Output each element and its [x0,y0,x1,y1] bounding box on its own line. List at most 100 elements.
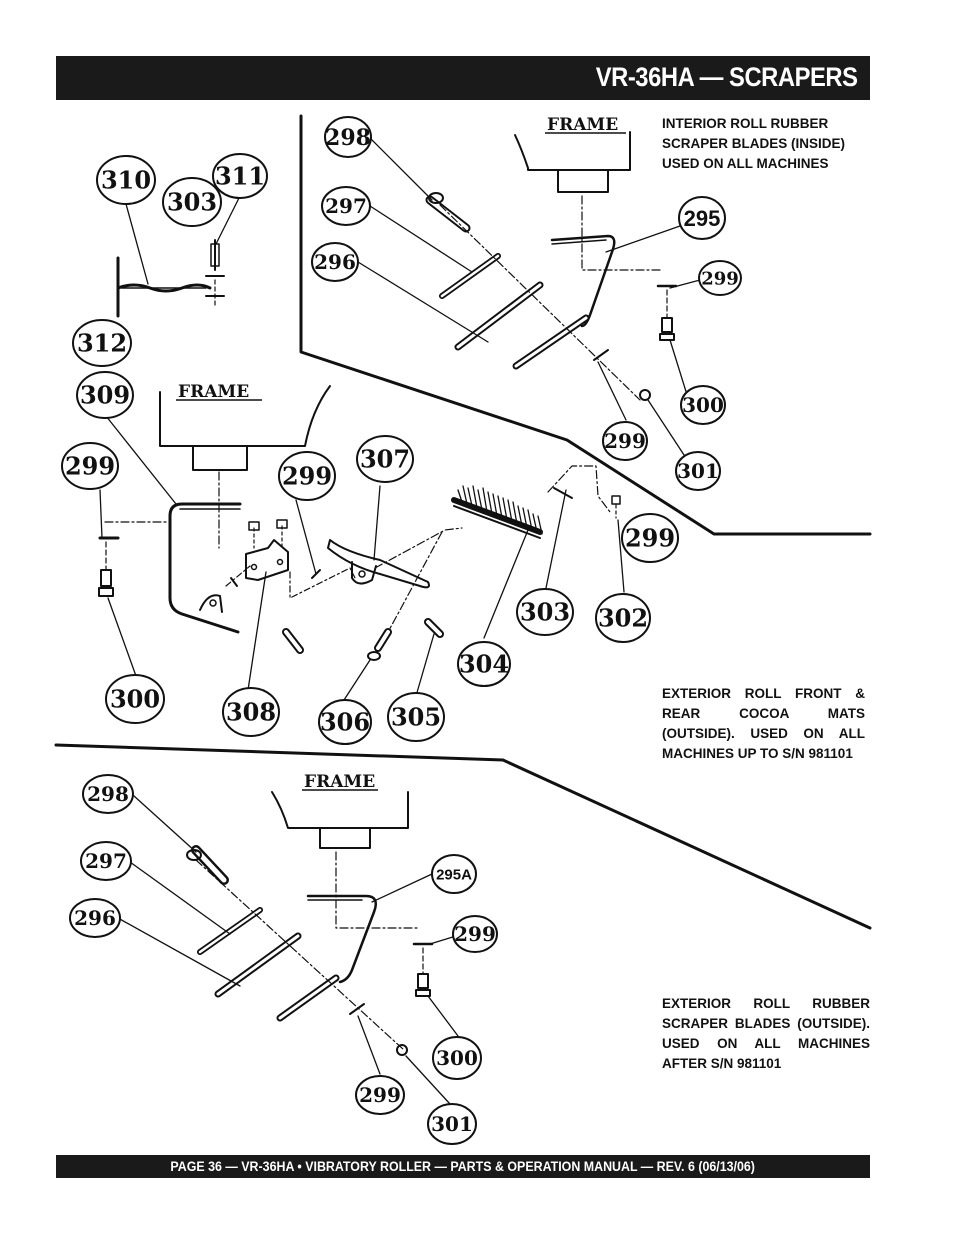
callout-c299d: 299 [278,451,336,501]
callout-c295: 295 [678,196,726,240]
callout-number: 295 [684,206,721,231]
callout-c301b: 301 [427,1103,477,1145]
callout-bubble [356,435,414,483]
callout-bubble [162,177,222,227]
page-header: VR-36HA — SCRAPERS [56,56,870,100]
callout-bubble [431,854,477,894]
note-exterior-scraper: EXTERIOR ROLL RUBBER SCRAPER BLADES (OUT… [662,996,870,1071]
callout-bubble [69,898,121,938]
callout-number: 302 [598,604,648,633]
callout-number: 299 [604,429,646,453]
callout-number: 299 [454,922,496,946]
callout-bubble [212,153,268,199]
callout-bubble [457,641,511,687]
callout-c303a: 303 [162,177,222,227]
frame-label-top: FRAME [547,115,618,135]
callout-c301a: 301 [675,451,721,491]
callout-bubble [355,1075,405,1115]
callout-c299a: 299 [698,260,742,296]
callout-number: 301 [677,459,719,483]
callout-c299f: 299 [452,915,498,953]
callout-bubble [595,593,651,643]
callout-number: 295A [436,866,472,883]
callout-number: 303 [520,598,570,627]
callout-number: 306 [320,708,370,737]
callout-c296a: 296 [311,242,359,282]
callout-number: 299 [359,1083,401,1107]
callout-number: 312 [77,329,127,358]
callout-bubble [222,687,280,737]
callout-number: 311 [215,162,265,191]
callout-c299e: 299 [621,513,679,563]
leader-lines [99,137,701,1105]
callout-c295a: 295A [431,854,477,894]
frame-label-bottom: FRAME [304,772,375,792]
callout-number: 300 [682,393,724,417]
callout-number: 303 [167,188,217,217]
callout-c297b: 297 [80,841,132,881]
footer-text: PAGE 36 — VR-36HA • VIBRATORY ROLLER — P… [170,1159,756,1174]
callout-c304: 304 [457,641,511,687]
callout-c308: 308 [222,687,280,737]
callout-bubble [516,588,574,636]
callout-number: 308 [226,698,276,727]
callout-c300b: 300 [105,674,165,724]
callout-bubble [80,841,132,881]
callout-bubble [452,915,498,953]
callout-c303b: 303 [516,588,574,636]
callout-number: 297 [85,849,127,873]
callout-c297a: 297 [321,186,371,226]
callout-c298b: 298 [82,774,134,814]
callout-number: 300 [110,685,160,714]
interior-scraper-assembly [425,131,678,401]
callout-c311: 311 [212,153,268,199]
page-footer: PAGE 36 — VR-36HA • VIBRATORY ROLLER — P… [56,1155,870,1178]
callout-c305: 305 [387,692,445,742]
callout-bubble [427,1103,477,1145]
callout-number: 310 [101,166,151,195]
callout-bubble [311,242,359,282]
callout-bubble [602,421,648,461]
callout-bubble [278,451,336,501]
callout-bubble [72,319,132,367]
callout-bubble [321,186,371,226]
callout-number: 300 [436,1046,478,1070]
callout-number: 296 [314,250,356,274]
section-divider-top [299,114,872,536]
callout-c299c: 299 [61,442,119,490]
callout-c309: 309 [76,371,134,419]
callout-bubble [621,513,679,563]
callout-c302: 302 [595,593,651,643]
note-interior-scraper: INTERIOR ROLL RUBBER SCRAPER BLADES (INS… [662,116,846,171]
callout-number: 299 [701,268,739,289]
callout-c310: 310 [96,155,156,205]
callout-bubble [318,699,372,745]
callout-number: 304 [459,650,509,679]
callout-bubble [678,196,726,240]
callout-c300a: 300 [680,385,726,425]
callout-c299g: 299 [355,1075,405,1115]
callout-number: 299 [282,462,332,491]
callout-bubble [675,451,721,491]
callout-bubble [324,116,372,158]
callout-c298a: 298 [324,116,372,158]
callout-bubble [680,385,726,425]
callout-number: 298 [87,782,129,806]
callout-c306: 306 [318,699,372,745]
callout-c296b: 296 [69,898,121,938]
callout-bubble [105,674,165,724]
callout-bubble [61,442,119,490]
callout-number: 298 [325,125,371,151]
callout-c299b: 299 [602,421,648,461]
note-cocoa-mats: EXTERIOR ROLL FRONT & REAR COCOA MATS (O… [662,686,865,761]
cocoa-mat-assembly [98,385,621,661]
section-divider-bottom [54,743,872,930]
small-bolt-assembly [116,239,225,318]
callout-c307: 307 [356,435,414,483]
callout-number: 299 [65,452,115,481]
frame-label-middle: FRAME [178,382,249,402]
callout-bubble [82,774,134,814]
callout-number: 307 [360,445,410,474]
exterior-scraper-assembly [186,791,434,1056]
